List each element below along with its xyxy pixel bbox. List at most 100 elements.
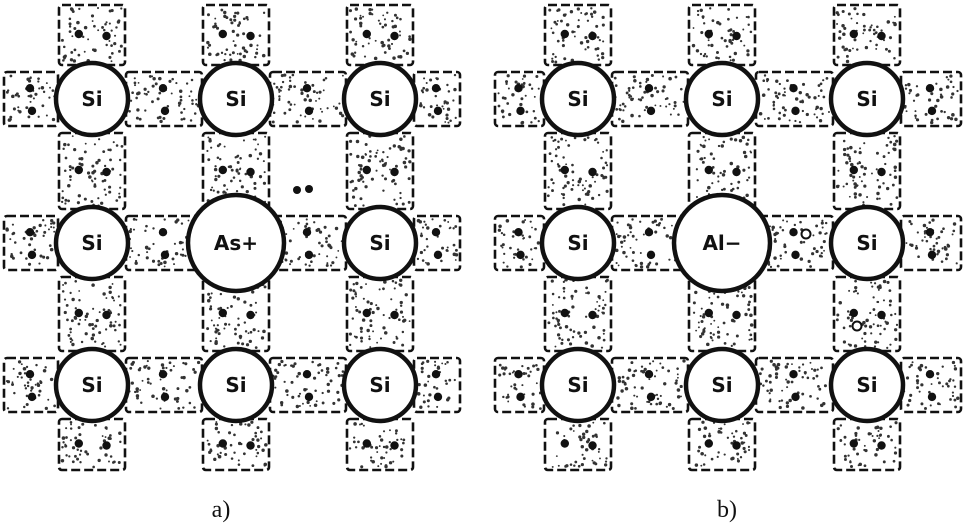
bond-speck <box>956 396 960 400</box>
bond-speck <box>498 363 502 367</box>
bond-speck <box>256 426 260 430</box>
bond-speck <box>605 457 608 460</box>
bond-speck <box>574 289 578 293</box>
bond-speck <box>631 251 635 254</box>
bond-speck <box>586 45 590 49</box>
bond-speck <box>788 119 791 122</box>
bond-speck <box>821 226 824 229</box>
bond-speck <box>776 264 780 268</box>
bond-speck <box>521 364 524 368</box>
bond-speck <box>349 139 353 143</box>
bond-electron <box>433 250 443 260</box>
bond-speck <box>399 34 401 37</box>
bond-speck <box>871 434 874 437</box>
bond-speck <box>847 12 851 16</box>
bond-speck <box>449 226 452 229</box>
bond-speck <box>720 144 724 148</box>
bond-speck <box>949 398 952 401</box>
bond-speck <box>207 136 210 139</box>
bond-speck <box>702 144 706 149</box>
bond-speck <box>183 107 186 111</box>
bond-speck <box>402 49 406 53</box>
bond-speck <box>804 372 807 375</box>
horizontal-bond <box>493 214 546 272</box>
bond-speck <box>801 406 805 410</box>
bond-electron <box>390 167 399 177</box>
bond-speck <box>263 285 267 289</box>
bond-speck <box>206 46 210 49</box>
bond-speck <box>193 406 196 409</box>
bond-speck <box>102 292 106 296</box>
bond-speck <box>914 246 919 250</box>
bond-speck <box>407 200 411 204</box>
bond-speck <box>854 285 858 290</box>
bond-speck <box>274 386 277 389</box>
bond-speck <box>113 42 117 46</box>
bond-electron <box>849 308 858 318</box>
bond-speck <box>584 48 587 51</box>
bond-speck <box>702 313 706 316</box>
bond-speck <box>665 405 668 408</box>
bond-speck <box>950 96 953 99</box>
bond-speck <box>860 180 863 183</box>
bond-speck <box>503 252 506 255</box>
bond-speck <box>90 322 94 327</box>
bond-speck <box>837 36 842 40</box>
bond-speck <box>25 106 29 110</box>
bond-speck <box>420 232 423 235</box>
bond-speck <box>565 23 570 27</box>
bond-outline <box>493 214 546 272</box>
bond-speck <box>536 367 540 372</box>
bond-speck <box>727 7 731 11</box>
bond-speck <box>309 405 312 407</box>
bond-speck <box>280 401 284 405</box>
bond-speck <box>852 179 855 182</box>
bond-speck <box>387 44 391 48</box>
bond-speck <box>376 149 379 152</box>
bond-speck <box>605 189 609 193</box>
bond-speck <box>173 242 176 245</box>
bond-speck <box>280 85 283 89</box>
bond-speck <box>69 427 73 430</box>
bond-speck <box>220 51 224 55</box>
bond-speck <box>355 139 360 144</box>
bond-speck <box>692 45 695 48</box>
bond-speck <box>571 179 575 182</box>
bond-speck <box>620 245 623 248</box>
bond-speck <box>700 464 703 467</box>
bond-speck <box>213 167 218 172</box>
bond-speck <box>859 147 862 150</box>
bond-speck <box>206 439 209 442</box>
bond-speck <box>916 386 920 390</box>
bond-speck <box>882 182 885 185</box>
bond-speck <box>700 332 705 336</box>
bond-speck <box>868 28 872 32</box>
bond-speck <box>427 112 432 117</box>
bond-speck <box>951 92 955 96</box>
bond-speck <box>399 278 403 282</box>
bond-speck <box>102 150 106 154</box>
bond-speck <box>631 86 635 89</box>
bond-speck <box>924 236 926 238</box>
bond-speck <box>103 28 106 32</box>
bond-speck <box>521 234 524 237</box>
silicon-atom <box>197 60 275 138</box>
free-electron <box>305 185 313 193</box>
bond-speck <box>386 11 389 14</box>
silicon-atom <box>53 204 131 282</box>
vertical-bond <box>57 131 127 211</box>
bond-speck <box>377 465 380 468</box>
bond-speck <box>558 309 561 313</box>
bond-speck <box>909 90 912 93</box>
bond-speck <box>701 160 705 164</box>
bond-speck <box>226 188 229 191</box>
bond-speck <box>400 448 404 452</box>
bond-speck <box>76 20 80 25</box>
bond-speck <box>605 164 609 167</box>
bond-speck <box>218 316 221 319</box>
bond-speck <box>399 196 402 200</box>
bond-speck <box>818 119 823 123</box>
bond-speck <box>244 330 248 333</box>
bond-speck <box>726 436 730 439</box>
